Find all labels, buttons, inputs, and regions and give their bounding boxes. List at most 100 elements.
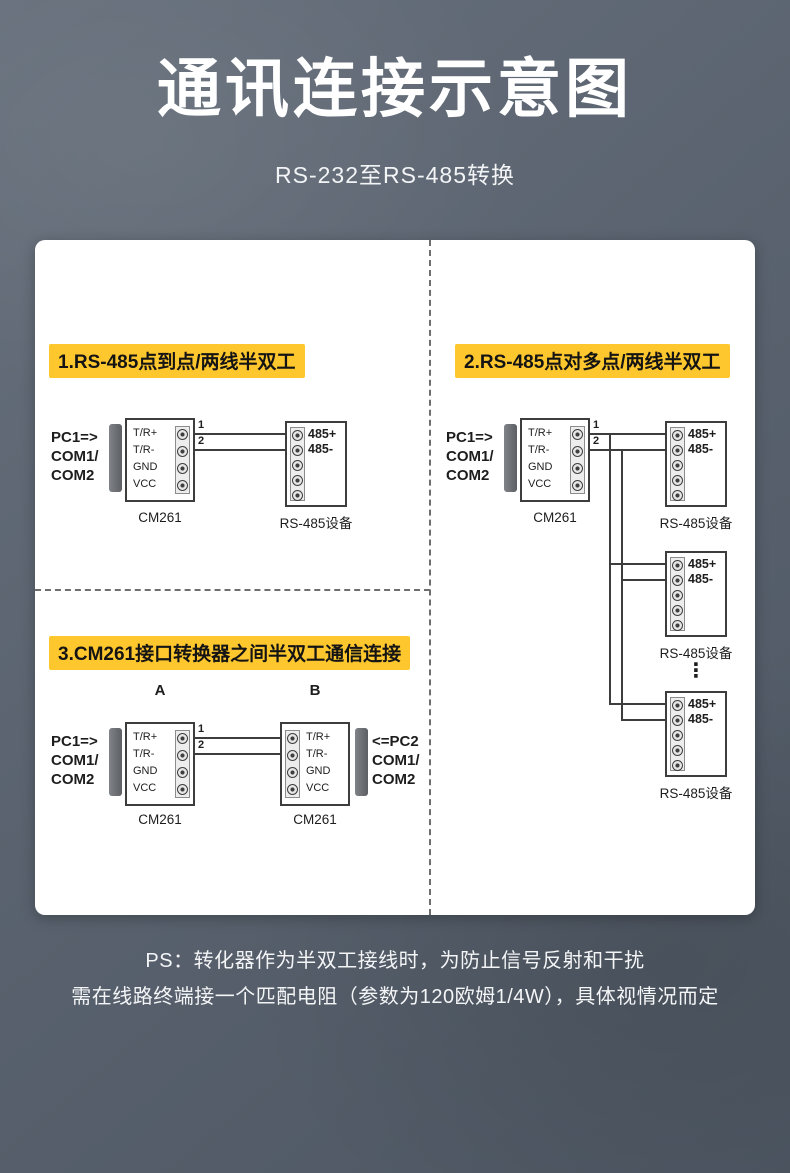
pc-connector-bar (355, 728, 368, 796)
terminal-strip (175, 730, 190, 798)
wire (621, 579, 668, 581)
pc-line: PC1=> (51, 733, 98, 750)
rs485-device: 485+ 485- (665, 421, 727, 507)
wire (609, 433, 611, 705)
terminal-screw (177, 463, 188, 474)
pc-line: COM2 (51, 771, 95, 788)
terminal-screw (672, 620, 683, 631)
pin-label: GND (528, 461, 553, 473)
terminal-strip (290, 427, 305, 501)
cm261-converter-a: T/R+ T/R- GND VCC (125, 722, 195, 806)
pc-line: COM1/ (446, 448, 494, 465)
wire (609, 703, 668, 705)
wire (609, 563, 668, 565)
pc1-label: PC1=> COM1/ COM2 (51, 732, 99, 789)
terminal-screw (292, 475, 303, 486)
pin-label: 485- (688, 572, 714, 586)
pc-line: COM1/ (372, 752, 420, 769)
converter-b-label: B (309, 682, 321, 699)
cm261-converter-b: T/R+ T/R- GND VCC (280, 722, 350, 806)
terminal-screw (177, 733, 188, 744)
pc-line: PC1=> (446, 429, 493, 446)
wire (195, 433, 288, 435)
pc-line: COM2 (51, 467, 95, 484)
pc-connector-bar (109, 424, 122, 492)
terminal-screw (672, 700, 683, 711)
converter-pin-labels: T/R+ T/R- GND VCC (133, 729, 157, 797)
wire (195, 753, 283, 755)
pin-label: VCC (133, 478, 157, 490)
terminal-screw (672, 560, 683, 571)
converter-a-label: A (154, 682, 166, 699)
terminal-strip (175, 426, 190, 494)
dashed-divider-vertical (429, 240, 431, 915)
terminal-screw (177, 429, 188, 440)
terminal-screw (672, 475, 683, 486)
section3-heading: 3.CM261接口转换器之间半双工通信连接 (49, 636, 411, 670)
pc-line: COM1/ (51, 448, 99, 465)
terminal-screw (572, 429, 583, 440)
converter-caption: CM261 (533, 510, 577, 525)
pin-label: 485+ (308, 427, 337, 441)
wire-number-2: 2 (198, 435, 205, 447)
pc-connector-bar (109, 728, 122, 796)
pin-label: VCC (306, 782, 330, 794)
terminal-screw (292, 430, 303, 441)
wire (621, 449, 623, 721)
converter-caption: CM261 (138, 812, 182, 827)
pc-connector-bar (504, 424, 517, 492)
wire-number-2: 2 (593, 435, 600, 447)
terminal-strip (670, 697, 685, 771)
terminal-screw (287, 750, 298, 761)
pin-label: T/R- (133, 748, 155, 760)
diagram-panel: 1.RS-485点到点/两线半双工 PC1=> COM1/ COM2 T/R+ … (35, 240, 755, 915)
terminal-screw (287, 784, 298, 795)
pin-label: T/R+ (133, 427, 158, 439)
terminal-screw (177, 767, 188, 778)
pc-line: <=PC2 (372, 733, 419, 750)
terminal-screw (177, 480, 188, 491)
pin-label: T/R+ (133, 731, 158, 743)
wire-number-2: 2 (198, 739, 205, 751)
rs485-device: 485+ 485- (665, 691, 727, 777)
wire (590, 433, 668, 435)
device-caption: RS-485设备 (659, 786, 733, 801)
pin-label: 485- (688, 712, 714, 726)
wire-number-1: 1 (198, 419, 205, 431)
page-title: 通讯连接示意图 (157, 53, 633, 125)
device-pin-labels: 485+ 485- (688, 697, 716, 727)
pin-label: GND (133, 461, 158, 473)
terminal-screw (287, 733, 298, 744)
terminal-screw (292, 490, 303, 501)
pin-label: T/R- (306, 748, 328, 760)
terminal-screw (572, 480, 583, 491)
pc-line: COM2 (446, 467, 490, 484)
pin-label: T/R- (133, 444, 155, 456)
terminal-screw (177, 750, 188, 761)
converter-pin-labels: T/R+ T/R- GND VCC (306, 729, 330, 797)
pc-line: PC1=> (51, 429, 98, 446)
pc-line: COM1/ (51, 752, 99, 769)
pin-label: VCC (133, 782, 157, 794)
pin-label: 485+ (688, 557, 717, 571)
terminal-screw (177, 446, 188, 457)
pin-label: 485- (688, 442, 714, 456)
more-devices-ellipsis: ⋮ (686, 660, 706, 682)
dashed-divider-horizontal (35, 589, 430, 591)
pin-label: T/R- (528, 444, 550, 456)
page-subtitle: RS-232至RS-485转换 (275, 162, 515, 188)
terminal-screw (672, 445, 683, 456)
terminal-strip (670, 557, 685, 631)
terminal-screw (572, 446, 583, 457)
pin-label: 485- (308, 442, 334, 456)
terminal-screw (292, 445, 303, 456)
pin-label: 485+ (688, 697, 717, 711)
pin-label: T/R+ (528, 427, 553, 439)
terminal-strip (670, 427, 685, 501)
device-caption: RS-485设备 (659, 646, 733, 661)
converter-pin-labels: T/R+ T/R- GND VCC (133, 425, 157, 493)
pin-label: GND (306, 765, 331, 777)
wire (195, 449, 288, 451)
device-caption: RS-485设备 (659, 516, 733, 531)
section1-heading: 1.RS-485点到点/两线半双工 (49, 344, 305, 378)
